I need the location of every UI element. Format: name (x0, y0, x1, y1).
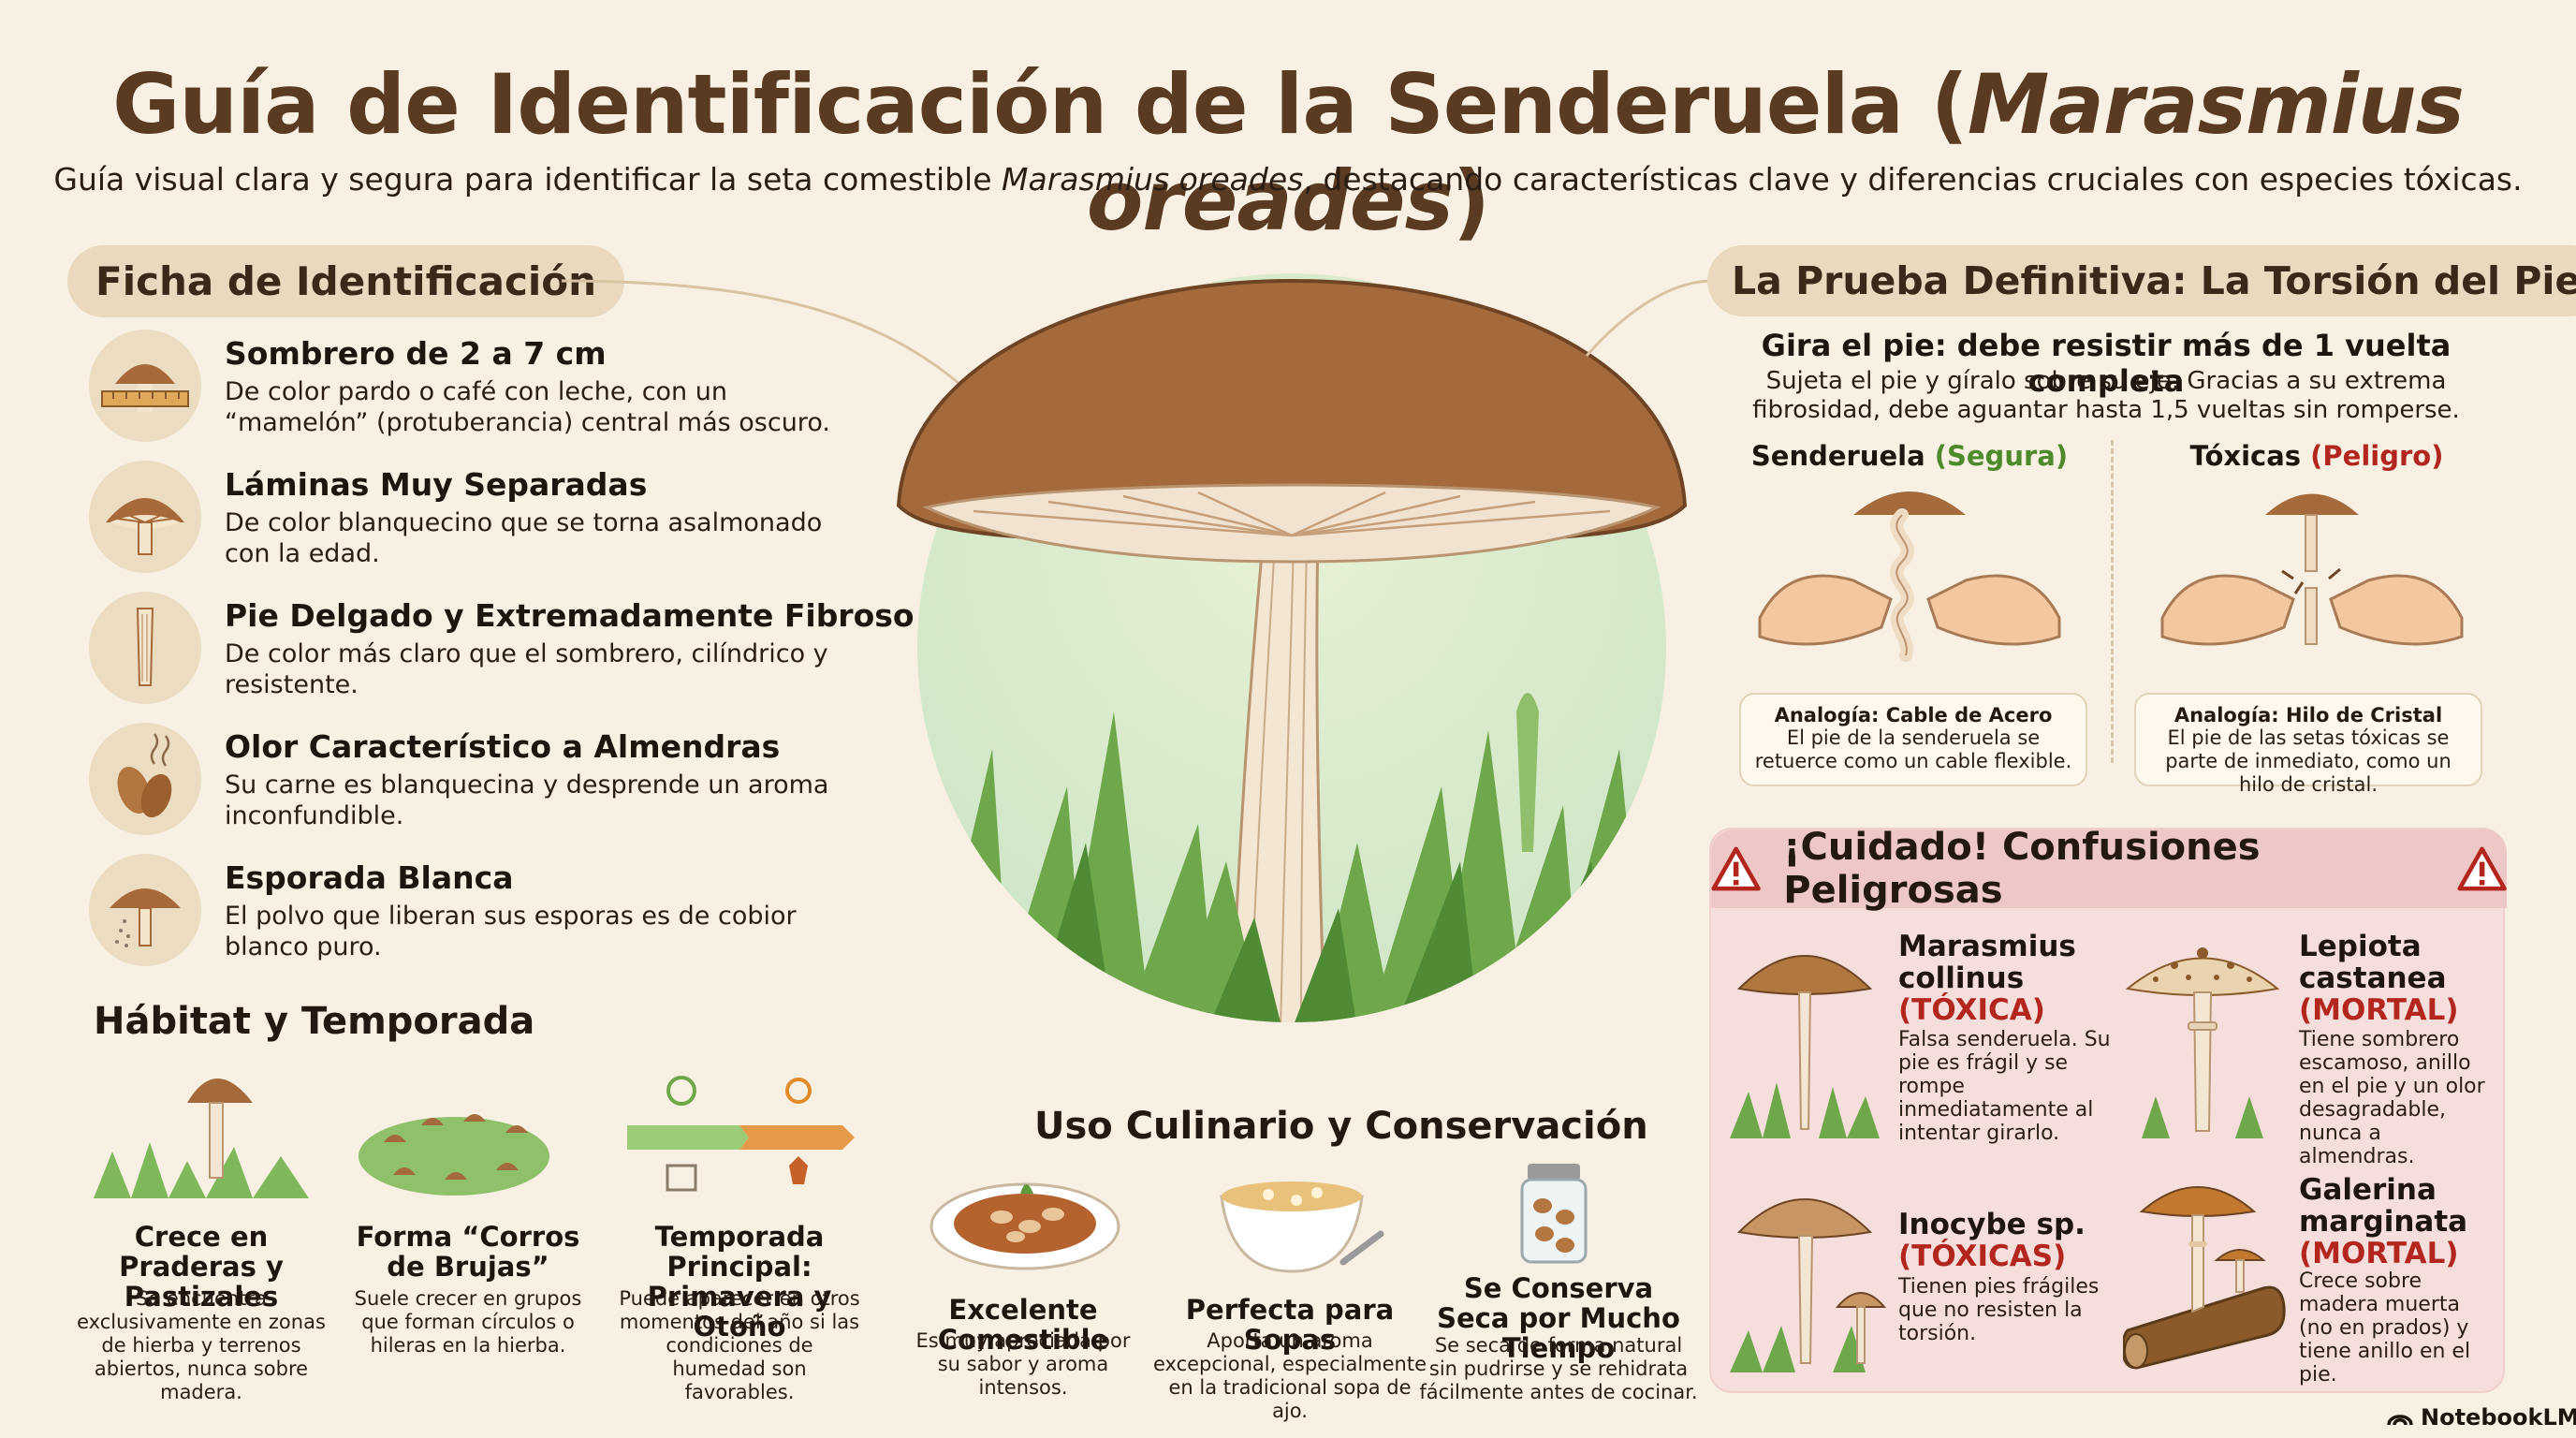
culinario-card-3-title: Se Conserva Seca por Mucho Tiempo (1437, 1272, 1680, 1364)
galerina-desc: Crece sobre madera muerta (no en prados)… (2299, 1269, 2471, 1387)
fairy-ring-icon (359, 1114, 549, 1196)
connector-line-left (562, 279, 960, 386)
notebooklm-logo-icon (2387, 1415, 2413, 1426)
habitat-card-3-desc: Puede aparecer en otros momentos del año… (619, 1287, 860, 1403)
inocybe-illustration (1730, 1198, 1894, 1372)
meadow-icon (94, 1078, 309, 1198)
lepiota-name: Lepiota castanea(MORTAL) (2299, 930, 2459, 1027)
toxicas-label: Tóxicas (Peligro) (2189, 440, 2444, 472)
prueba-desc: Sujeta el pie y gíralo sobre su eje. Gra… (1752, 367, 2460, 424)
feature-laminas: Láminas Muy Separadas De color blanqueci… (89, 461, 838, 582)
feature-pie: Pie Delgado y Extremadamente Fibroso De … (89, 592, 915, 713)
feature-esporada: Esporada Blanca El polvo que liberan sus… (89, 854, 838, 976)
season-timeline-icon (627, 1076, 855, 1192)
warning-icon (1711, 846, 1761, 891)
feature-sombrero: Sombrero de 2 a 7 cm De color pardo o ca… (89, 330, 838, 451)
collinus-name: Marasmius collinus(TÓXICA) (1898, 930, 2076, 1027)
feature-olor: Olor Característico a Almendras Su carne… (89, 723, 838, 844)
analogia-cristal-box: Analogía: Hilo de Cristal El pie de las … (2134, 693, 2482, 796)
ficha-heading: Ficha de Identificación (67, 245, 624, 317)
culinario-card-1-title: Excelente Comestible (937, 1294, 1109, 1356)
inocybe-name: Inocybe sp.(TÓXICAS) (1898, 1208, 2086, 1273)
habitat-card-1-title: Crece en Praderas y Pastizales (119, 1221, 284, 1313)
habitat-heading: Hábitat y Temporada (94, 1000, 535, 1043)
warning-icon (2457, 846, 2507, 891)
twist-test-safe-illustration (1758, 492, 2061, 662)
twist-test-toxic-illustration (2160, 493, 2464, 646)
galerina-marginata-illustration (2123, 1186, 2286, 1370)
culinario-card-3-desc: Se seca de forma natural sin pudrirse y … (1419, 1334, 1698, 1403)
senderuela-label: Senderuela (Segura) (1750, 440, 2069, 472)
analogia-cable-box: Analogía: Cable de Acero El pie de la se… (1739, 693, 2087, 786)
culinario-heading: Uso Culinario y Conservación (1034, 1105, 1648, 1148)
inocybe-desc: Tienen pies frágiles que no resisten la … (1898, 1275, 2100, 1345)
page-title: Guía de Identificación de la Senderuela … (112, 56, 2465, 249)
galerina-name: Galerina marginata(MORTAL) (2299, 1173, 2468, 1270)
central-mushroom-illustration (896, 273, 1688, 1022)
habitat-card-3-title: Temporada Principal: Primavera y Otoño (647, 1221, 832, 1343)
cuidado-header: ¡Cuidado! Confusiones Peligrosas (1711, 826, 2507, 912)
habitat-card-2-title: Forma “Corros de Brujas” (356, 1221, 580, 1283)
habitat-card-1-desc: Se encuentra exclusivamente en zonas de … (77, 1287, 326, 1403)
marasmius-collinus-illustration (1730, 955, 1880, 1138)
stem-icon (89, 592, 201, 704)
soup-bowl-icon (1220, 1181, 1384, 1273)
culinario-card-1-desc: Es muy apreciada por su sabor y aroma in… (915, 1329, 1131, 1399)
lepiota-castanea-illustration (2125, 947, 2280, 1138)
habitat-card-2-desc: Suele crecer en grupos que forman círcul… (354, 1287, 582, 1357)
connector-line-right (1585, 279, 1714, 357)
gills-icon (89, 461, 201, 573)
mushroom-dish-icon (929, 1182, 1120, 1270)
brand-logo: NotebookLM (2387, 1404, 2576, 1431)
dried-mushroom-jar-icon (1520, 1164, 1588, 1264)
spore-print-icon (89, 854, 201, 966)
prueba-heading: La Prueba Definitiva: La Torsión del Pie (1707, 245, 2576, 316)
collinus-desc: Falsa senderuela. Su pie es frágil y se … (1898, 1028, 2111, 1145)
prueba-divider (2111, 440, 2114, 763)
almond-icon (89, 723, 201, 835)
culinario-card-2-title: Perfecta para Sopas (1185, 1294, 1395, 1356)
prueba-subheading: Gira el pie: debe resistir más de 1 vuel… (1761, 328, 2452, 399)
cap-ruler-icon (89, 330, 201, 442)
page-subtitle: Guía visual clara y segura para identifi… (53, 161, 2523, 198)
culinario-card-2-desc: Aporta un aroma excepcional, especialmen… (1152, 1329, 1427, 1422)
lepiota-desc: Tiene sombrero escamoso, anillo en el pi… (2299, 1028, 2485, 1168)
cuidado-panel: ¡Cuidado! Confusiones Peligrosas Marasmi… (1709, 826, 2507, 1393)
